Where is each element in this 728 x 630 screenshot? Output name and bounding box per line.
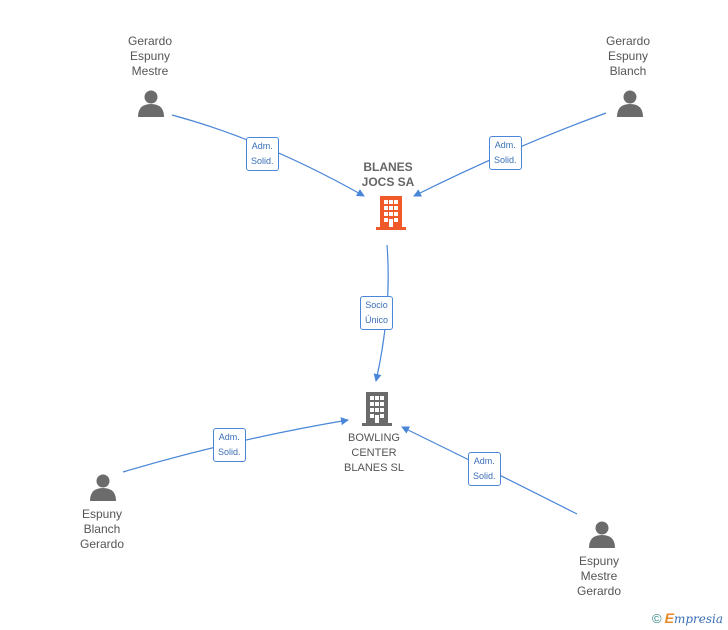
person-icon[interactable] bbox=[616, 89, 644, 117]
person-icon[interactable] bbox=[137, 89, 165, 117]
relation-badge-socio[interactable]: Socio Único bbox=[360, 296, 394, 330]
brand-logo-initial: E bbox=[664, 610, 674, 626]
person-icon[interactable] bbox=[89, 473, 117, 501]
relation-badge-top-left[interactable]: Adm. Solid. bbox=[246, 137, 279, 171]
person-top-right-name[interactable]: Gerardo Espuny Blanch bbox=[605, 34, 651, 78]
building-icon[interactable] bbox=[375, 195, 407, 231]
brand-logo-text: mpresia bbox=[674, 612, 724, 626]
company-child-name[interactable]: BOWLING CENTER BLANES SL bbox=[344, 432, 404, 474]
person-top-left-name[interactable]: Gerardo Espuny Mestre bbox=[127, 34, 173, 78]
relation-badge-bottom-right[interactable]: Adm. Solid. bbox=[468, 452, 501, 486]
relation-badge-top-right[interactable]: Adm. Solid. bbox=[489, 136, 522, 170]
building-icon[interactable] bbox=[361, 391, 393, 427]
person-bottom-right-name[interactable]: Espuny Mestre Gerardo bbox=[576, 554, 622, 598]
brand-footer: © Empresia bbox=[652, 610, 723, 626]
copyright-icon: © bbox=[652, 611, 662, 626]
person-bottom-left-name[interactable]: Espuny Blanch Gerardo bbox=[79, 507, 125, 551]
company-main-name[interactable]: BLANES JOCS SA bbox=[361, 160, 415, 189]
relation-badge-bottom-left[interactable]: Adm. Solid. bbox=[213, 428, 246, 462]
person-icon[interactable] bbox=[588, 520, 616, 548]
